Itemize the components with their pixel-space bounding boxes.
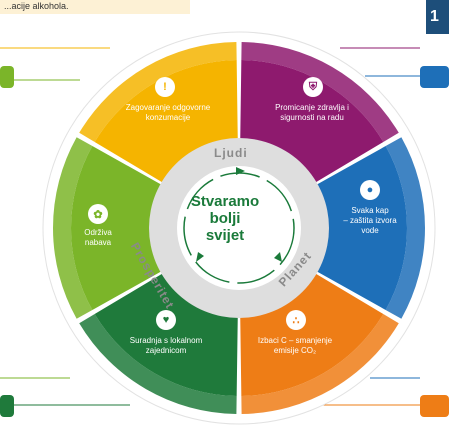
wheel-segment-health <box>240 60 384 183</box>
wheel-segment-responsible <box>94 60 238 183</box>
center-title: Stvaramo bolji svijet <box>178 193 272 244</box>
segment-label-responsible-line1: Zagovaranje odgovorne <box>125 103 211 112</box>
tag-dark-green-bottom <box>0 395 14 417</box>
outer-band-responsible <box>79 42 237 142</box>
shield-icon: ⛨ <box>303 77 323 97</box>
segment-label-health-line1: Promicanje zdravlja i <box>275 103 349 112</box>
outer-band-sourcing <box>52 137 93 319</box>
segment-label-water: Svaka kap – zaštita izvora vode <box>332 206 408 236</box>
water-drop-icon: ● <box>360 180 380 200</box>
segment-label-community-line2: zajednicom <box>145 346 187 355</box>
outer-band-health <box>241 42 399 142</box>
segment-label-water-line3: vode <box>361 226 379 235</box>
hop-icon: ✿ <box>88 204 108 224</box>
segment-label-carbon-line2: emisije CO₂ <box>273 346 317 355</box>
center-title-line1: Stvaramo <box>190 193 260 210</box>
segment-label-community-line1: Suradnja s lokalnom <box>129 336 203 345</box>
segment-label-health: Promicanje zdravlja i sigurnosti na radu <box>252 103 372 123</box>
segment-label-community: Suradnja s lokalnom zajednicom <box>110 336 222 356</box>
segment-label-responsible-line2: konzumacije <box>145 113 191 122</box>
segment-label-sourcing: Održiva nabava <box>70 228 126 248</box>
tag-light-green-top <box>0 66 14 88</box>
segment-label-carbon-line1: Izbaci C – smanjenje <box>257 336 333 345</box>
segment-label-sourcing-line1: Održiva <box>84 228 112 237</box>
outer-band-water <box>385 137 425 319</box>
outer-band-community <box>79 314 237 414</box>
wheel-segment-community <box>94 273 238 396</box>
segment-label-sourcing-line2: nabava <box>84 238 112 247</box>
ring-word-ljudi: Ljudi <box>214 146 248 160</box>
center-disk <box>177 166 301 290</box>
center-title-line3: svijet <box>205 227 245 244</box>
tag-blue-top <box>420 66 449 88</box>
footprint-icon: ∴ <box>286 310 306 330</box>
center-title-line2: bolji <box>209 210 241 227</box>
wheel-segment-water <box>315 146 407 310</box>
segment-label-water-line2: – zaštita izvora <box>343 216 397 225</box>
exclamation-icon: ! <box>155 77 175 97</box>
segment-label-water-line1: Svaka kap <box>351 206 389 215</box>
segment-label-carbon: Izbaci C – smanjenje emisije CO₂ <box>240 336 350 356</box>
tag-orange-bottom <box>420 395 449 417</box>
segment-label-responsible: Zagovaranje odgovorne konzumacije <box>108 103 228 123</box>
outer-band-carbon <box>241 314 399 414</box>
segment-label-health-line2: sigurnosti na radu <box>280 113 344 122</box>
header-note: ...acije alkohola. <box>0 0 190 14</box>
wheel-segment-carbon <box>240 273 384 396</box>
cycle-arrowhead-left <box>196 252 204 262</box>
wheel-segment-sourcing <box>71 146 163 310</box>
handshake-heart-icon: ♥ <box>156 310 176 330</box>
cycle-arrowhead-right <box>274 252 282 262</box>
cycle-arrowhead-top <box>236 167 245 175</box>
number-badge-label: 1 <box>430 8 439 25</box>
number-badge <box>426 0 449 34</box>
